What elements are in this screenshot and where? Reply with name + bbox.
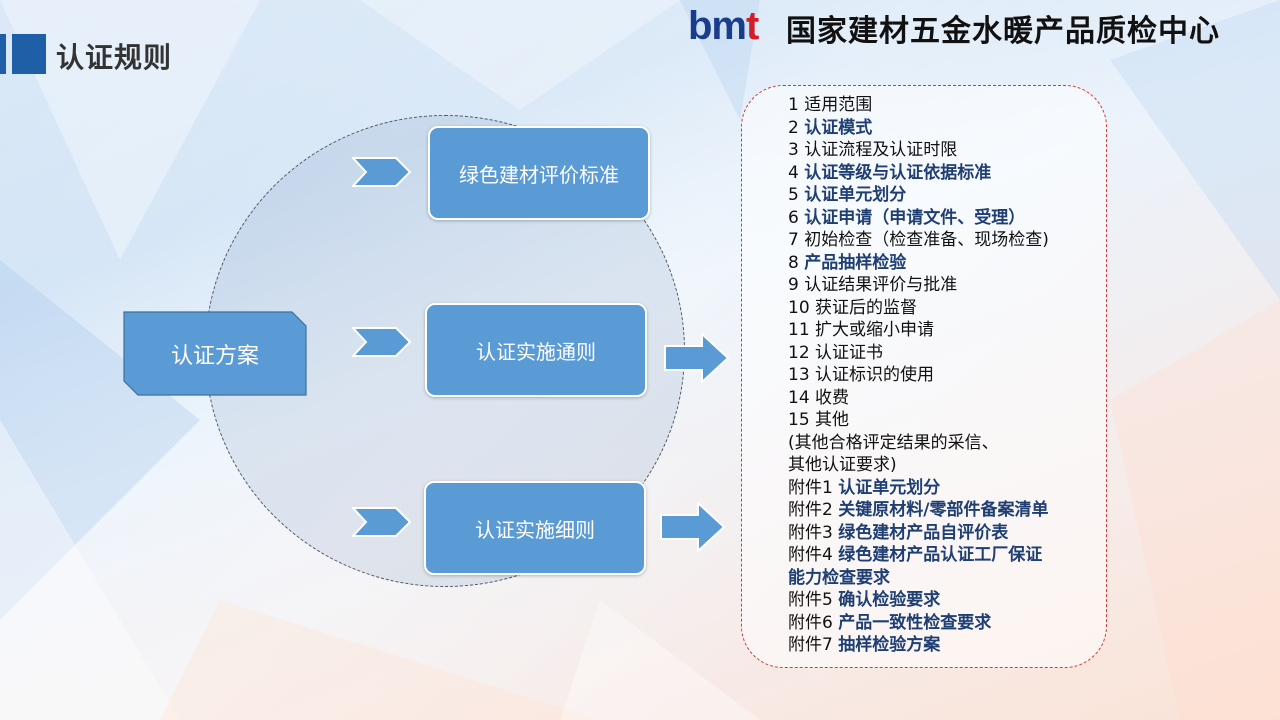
chevron-arrow-icon [352,507,412,537]
contents-item: 附件1 认证单元划分 [788,477,1108,500]
evaluation-standard-box: 绿色建材评价标准 [428,126,650,220]
contents-item-text: 认证单元划分 [838,477,941,498]
contents-item-number: 附件7 [788,635,839,655]
contents-item: 3 认证流程及认证时限 [788,139,1108,162]
contents-item-number: 附件5 [788,590,839,610]
contents-item-number: 附件6 [788,612,839,633]
contents-item: 2 认证模式 [788,117,1108,140]
contents-item: 10 获证后的监督 [788,297,1108,320]
contents-item-text: 绿色建材产品认证工厂保证 [838,545,1043,565]
contents-item-text: 认证等级与认证依据标准 [804,162,992,183]
contents-panel [741,85,1107,668]
scheme-box-shape [123,311,307,396]
contents-item-number: 附件4 [788,545,839,565]
contents-item: (其他合格评定结果的采信、 [788,432,1108,455]
contents-item: 附件2 关键原材料/零部件备案清单 [788,499,1108,522]
detailed-rules-box: 认证实施细则 [424,481,646,575]
organization-name: 国家建材五金水暖产品质检中心 [786,14,1220,49]
contents-item-text: 认证结果评价与批准 [804,275,958,295]
contents-item-text: 产品一致性检查要求 [838,612,992,633]
contents-item-text: 产品抽样检验 [804,252,907,273]
contents-item-number: 4 [788,162,805,183]
contents-item-text: 其他 [815,410,850,430]
chevron-arrow-icon [352,157,412,187]
header-accent-bar [0,34,48,74]
contents-item-number: 1 [788,95,805,115]
contents-item-number: 8 [788,252,805,273]
contents-item: 附件5 确认检验要求 [788,589,1108,612]
contents-item-text: 获证后的监督 [815,297,918,318]
contents-item-number: 2 [788,117,805,138]
contents-item-number: 附件1 [788,477,839,498]
contents-item-number: 11 [788,320,816,340]
contents-item-number: 7 [788,230,805,250]
contents-item-text: 认证申请（申请文件、受理） [804,207,1026,228]
contents-item-text: 认证标识的使用 [815,365,935,385]
contents-item-text: 其他认证要求) [788,455,897,475]
contents-item: 7 初始检查（检查准备、现场检查) [788,229,1108,252]
contents-item-text: 绿色建材产品自评价表 [838,522,1009,543]
contents-item-number: 9 [788,275,805,295]
logo-text-main: bm [688,4,747,48]
bmt-logo: bmt [688,4,759,49]
contents-item: 15 其他 [788,409,1108,432]
contents-item: 12 认证证书 [788,342,1108,365]
contents-item-number: 附件3 [788,522,839,543]
logo-text-accent: t [746,4,759,48]
contents-item: 5 认证单元划分 [788,184,1108,207]
contents-item: 4 认证等级与认证依据标准 [788,162,1108,185]
contents-item-text: 适用范围 [804,95,873,115]
contents-item-text: 能力检查要求 [788,567,890,588]
scheme-box-label: 认证方案 [170,343,259,369]
contents-item-text: 认证流程及认证时限 [804,140,958,160]
contents-item: 1 适用范围 [788,94,1108,117]
certification-scheme-box: 认证方案 [123,311,307,396]
contents-item: 14 收费 [788,387,1108,410]
contents-item: 附件6 产品一致性检查要求 [788,612,1108,635]
contents-item-number: 3 [788,140,805,160]
contents-item-number: 15 [788,410,816,430]
contents-item: 6 认证申请（申请文件、受理） [788,207,1108,230]
contents-item: 能力检查要求 [788,567,1108,590]
right-arrow-icon [664,333,730,383]
contents-item-text: 认证证书 [815,342,884,363]
contents-item: 附件7 抽样检验方案 [788,634,1108,657]
contents-item-text: 初始检查（检查准备、现场检查) [804,230,1049,250]
contents-item-number: 13 [788,365,816,385]
contents-item-number: 12 [788,342,816,363]
contents-item-number: 附件2 [788,500,839,520]
contents-item-text: 确认检验要求 [838,590,941,610]
contents-item-text: (其他合格评定结果的采信、 [788,432,999,453]
section-title: 认证规则 [56,41,173,74]
contents-item-number: 6 [788,207,805,228]
contents-item-number: 14 [788,387,816,408]
contents-item: 其他认证要求) [788,454,1108,477]
general-rules-box: 认证实施通则 [425,303,647,397]
contents-item-text: 扩大或缩小申请 [815,320,935,340]
contents-item-text: 抽样检验方案 [838,635,941,655]
chevron-arrow-icon [352,327,412,357]
contents-item-text: 认证单元划分 [804,185,907,205]
contents-item: 13 认证标识的使用 [788,364,1108,387]
contents-item: 附件4 绿色建材产品认证工厂保证 [788,544,1108,567]
contents-item-text: 收费 [815,387,850,408]
right-arrow-icon [660,502,726,552]
contents-item-number: 5 [788,185,805,205]
contents-item-number: 10 [788,297,816,318]
contents-item-text: 认证模式 [804,117,873,138]
contents-item: 11 扩大或缩小申请 [788,319,1108,342]
contents-item: 9 认证结果评价与批准 [788,274,1108,297]
contents-item-text: 关键原材料/零部件备案清单 [838,500,1049,520]
contents-item: 附件3 绿色建材产品自评价表 [788,522,1108,545]
contents-item: 8 产品抽样检验 [788,252,1108,275]
